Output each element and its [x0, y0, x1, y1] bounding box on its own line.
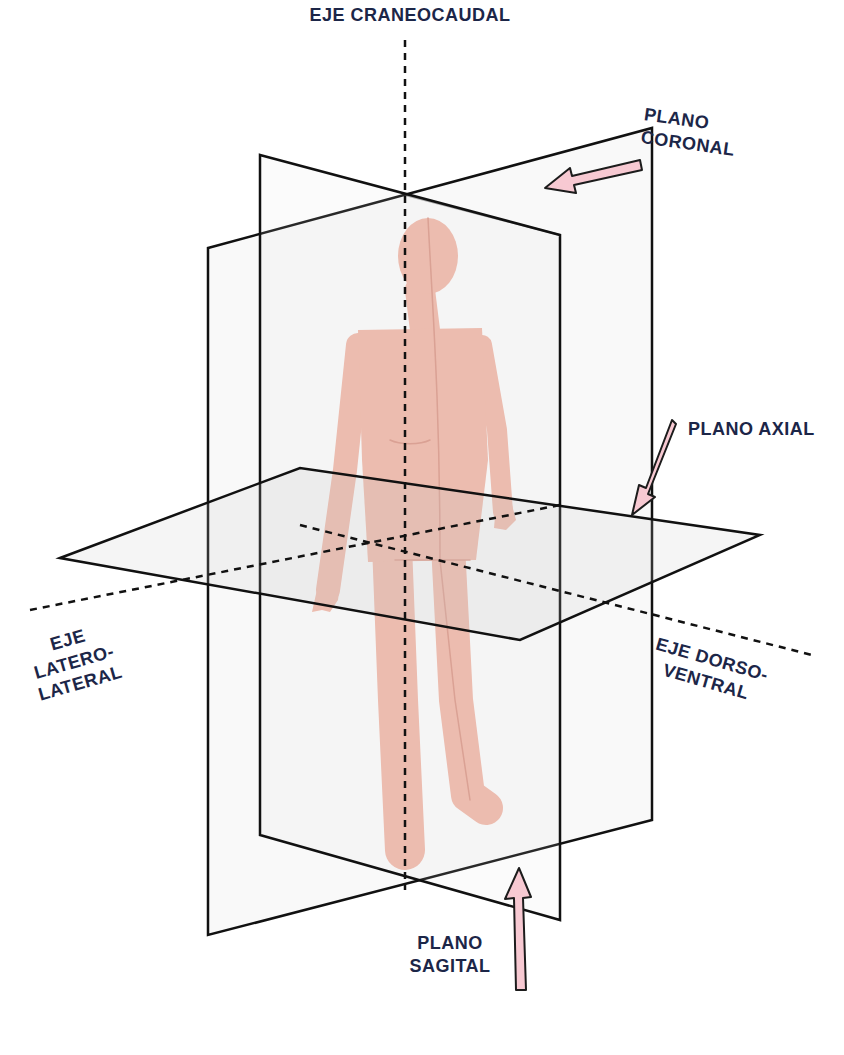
axis-label: PLANO CORONAL: [640, 103, 775, 166]
pointer-arrows: [505, 160, 676, 990]
axis-label: EJE DORSO- VENTRAL: [640, 631, 777, 710]
axes: [30, 40, 812, 890]
axis-label: PLANO SAGITAL: [395, 932, 505, 977]
axis-label: PLANO AXIAL: [688, 418, 838, 441]
axis-label: EJE CRANEOCAUDAL: [300, 4, 520, 27]
axis-label: EJE LATERO- LATERAL: [7, 613, 141, 711]
